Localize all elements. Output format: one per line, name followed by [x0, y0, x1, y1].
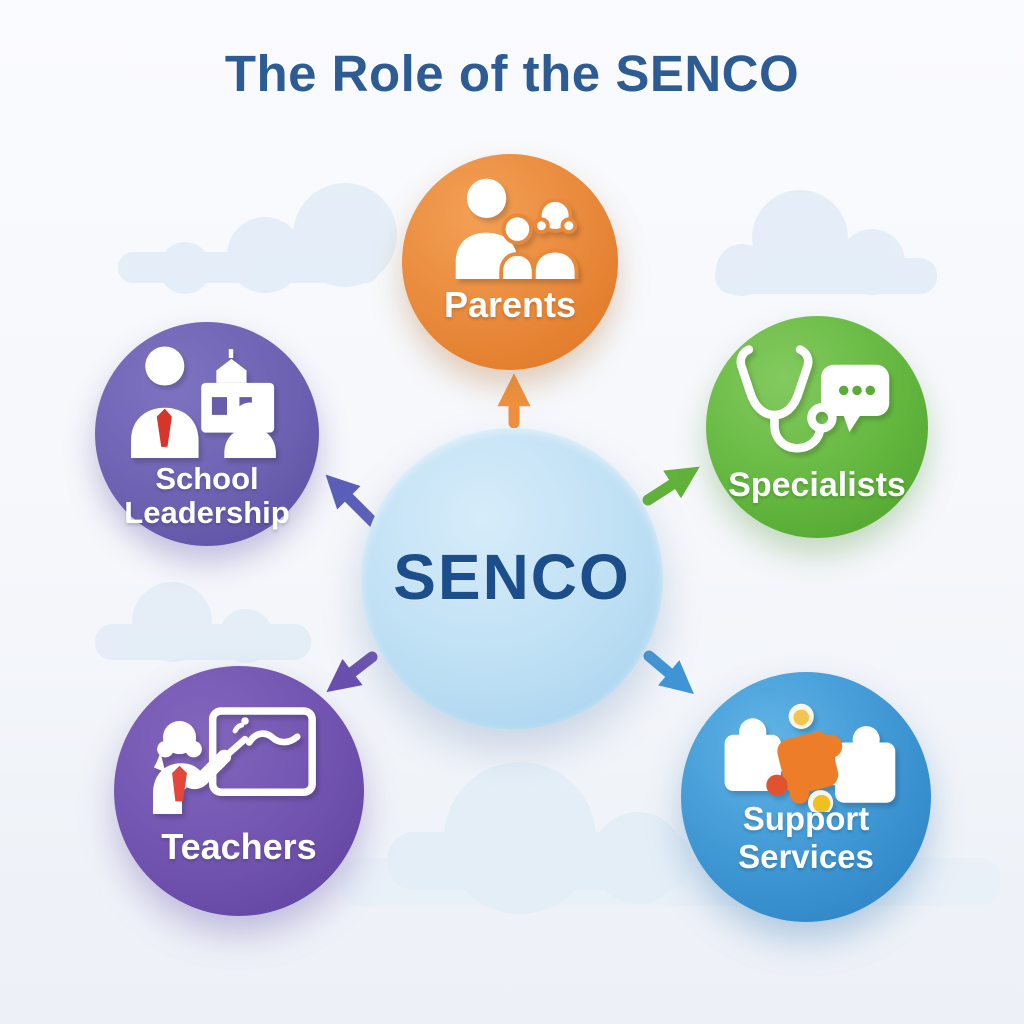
node-support-services: Support Services [681, 672, 931, 922]
cloud [118, 183, 397, 294]
cloud [95, 582, 311, 663]
family-icon [455, 178, 579, 279]
page-title: The Role of the SENCO [224, 45, 800, 102]
leadership-icon [131, 346, 276, 458]
node-label-school-leadership: School Leadership [124, 461, 290, 530]
puzzle-pieces-icon [724, 703, 896, 813]
senco-center-node: SENCO [361, 428, 663, 730]
node-label-support-services: Support Services [738, 800, 874, 875]
node-label-specialists: Specialists [728, 466, 906, 504]
cloud [715, 190, 937, 296]
stethoscope-chat-icon [736, 345, 890, 453]
node-school-leadership: School Leadership [95, 322, 319, 546]
node-label-parents: Parents [443, 284, 577, 325]
node-parents: Parents [402, 154, 618, 370]
node-label-teachers: Teachers [161, 826, 317, 867]
node-specialists: Specialists [706, 316, 928, 538]
node-teachers: Teachers [114, 666, 364, 916]
teacher-whiteboard-icon [152, 707, 316, 814]
senco-label: SENCO [393, 541, 631, 613]
